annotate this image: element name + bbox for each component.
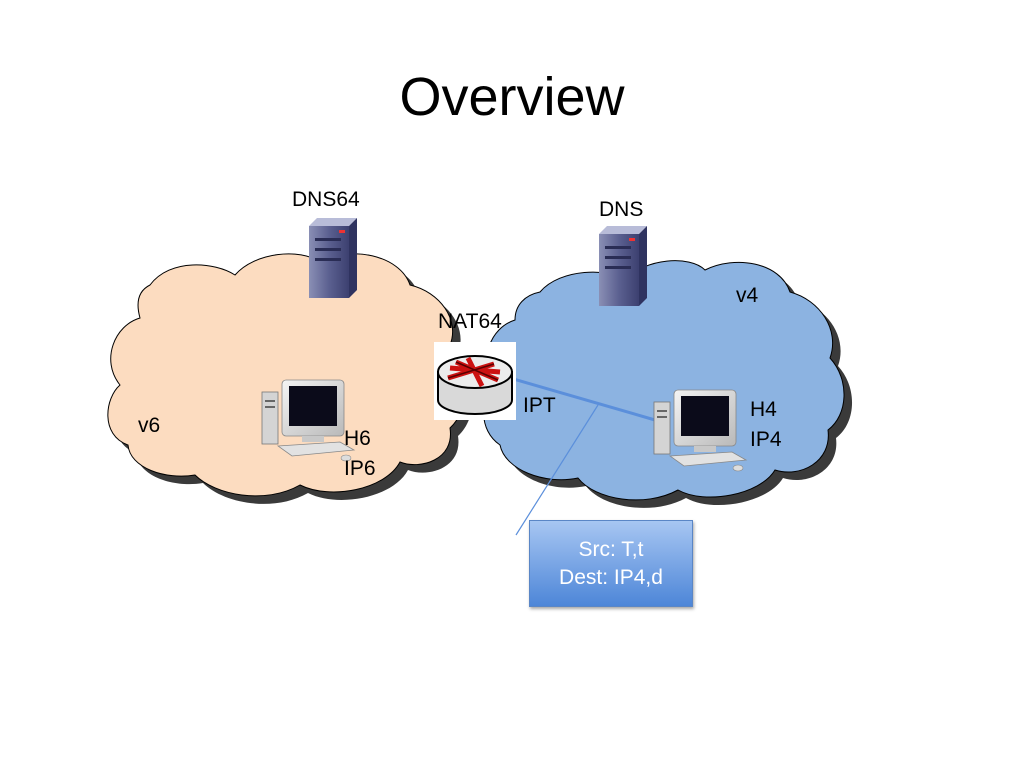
v6-network-label: v6 — [138, 414, 161, 437]
h4-name-label: H4 — [750, 398, 777, 421]
router-to-h4-link — [509, 376, 656, 422]
h4-address-label: IP4 — [750, 428, 782, 451]
callout-pointer-line — [515, 404, 599, 536]
dns-server-icon — [599, 226, 647, 306]
callout-destination-text: Dest: IP4,d — [559, 565, 663, 589]
dns64-label: DNS64 — [292, 188, 360, 211]
dns64-server-icon — [309, 218, 357, 298]
slide-title: Overview — [399, 67, 625, 127]
h6-computer-icon — [261, 379, 356, 462]
nat64-label: NAT64 — [438, 310, 502, 333]
callout-source-text: Src: T,t — [578, 537, 644, 561]
v6-cloud — [107, 253, 466, 497]
h6-address-label: IP6 — [344, 457, 376, 480]
packet-header-callout: Src: T,t Dest: IP4,d — [529, 520, 693, 607]
dns-label: DNS — [599, 198, 644, 221]
nat64-address-label: IPT — [523, 394, 556, 417]
v4-network-label: v4 — [736, 284, 759, 307]
v4-cloud — [483, 260, 845, 501]
nat64-router-icon — [434, 342, 516, 420]
h4-computer-icon — [653, 389, 748, 472]
h6-name-label: H6 — [344, 427, 371, 450]
